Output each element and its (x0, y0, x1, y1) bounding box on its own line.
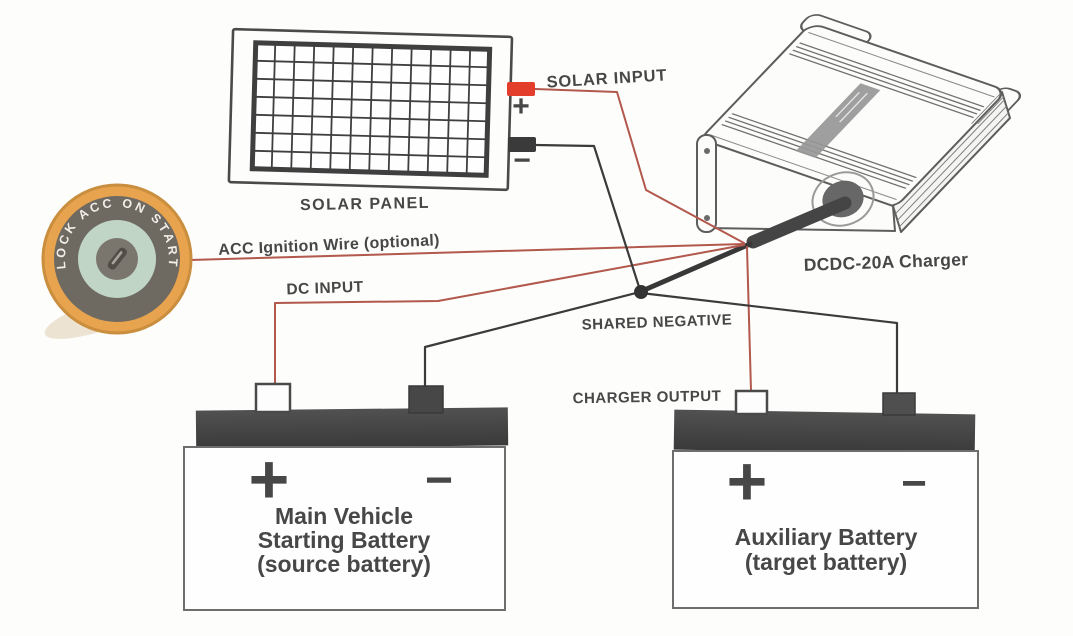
label-acc-ignition: ACC Ignition Wire (optional) (218, 232, 440, 259)
wire-dc-input (274, 244, 745, 387)
solar-connectors: + − (507, 82, 536, 177)
svg-text:Auxiliary Battery: Auxiliary Battery (735, 524, 918, 550)
main-battery-name: Main Vehicle Starting Battery (source ba… (257, 503, 431, 577)
solar-panel (227, 27, 514, 192)
shared-negative-junction (634, 285, 648, 299)
wire-acc-ignition (189, 243, 745, 261)
aux-battery-top-bar (673, 409, 976, 455)
battery-main: + − Main Vehicle Starting Battery (sourc… (183, 382, 509, 611)
ignition-switch: LOCK ACC ON START (41, 183, 193, 339)
main-negative-terminal (408, 385, 444, 414)
dcdc-charger (696, 14, 1022, 233)
svg-text:(target battery): (target battery) (745, 549, 907, 575)
charger-end-cap (696, 134, 717, 233)
svg-text:Starting Battery: Starting Battery (258, 527, 431, 553)
solar-minus-sign: − (513, 144, 531, 177)
svg-text:Main Vehicle: Main Vehicle (275, 503, 413, 529)
aux-minus-sign: − (901, 459, 927, 508)
wire-solar-input (534, 88, 745, 244)
charger-rib-band-back (788, 42, 985, 119)
wire-solar-negative (534, 143, 642, 292)
main-minus-sign: − (425, 454, 453, 507)
solar-panel-grid (254, 45, 488, 173)
aux-plus-sign: + (727, 442, 768, 520)
label-charger-output: CHARGER OUTPUT (573, 388, 722, 408)
aux-battery-name: Auxiliary Battery (target battery) (735, 524, 918, 575)
label-dc-input: DC INPUT (286, 279, 364, 299)
label-solar-input: SOLAR INPUT (546, 66, 668, 91)
wire-aux-negative (639, 291, 899, 398)
battery-aux: + − Auxiliary Battery (target battery) (672, 389, 979, 609)
aux-positive-terminal (734, 389, 769, 416)
wire-charger-output (746, 246, 752, 392)
solar-negative-connector (508, 137, 536, 152)
wire-main-negative (423, 290, 642, 391)
solar-plus-sign: + (512, 90, 530, 123)
diagram-labels: SOLAR INPUT SOLAR PANEL ACC Ignition Wir… (218, 66, 969, 407)
aux-negative-terminal (882, 392, 916, 416)
svg-text:(source battery): (source battery) (257, 551, 431, 577)
cable-to-junction (639, 241, 753, 294)
label-solar-panel: SOLAR PANEL (300, 195, 430, 214)
solar-positive-connector (507, 82, 535, 96)
wires (189, 88, 899, 398)
charger-cable (746, 196, 852, 249)
main-positive-terminal (254, 382, 292, 414)
aux-battery-body (672, 450, 979, 609)
main-plus-sign: + (249, 440, 290, 518)
label-shared-negative: SHARED NEGATIVE (581, 311, 732, 333)
label-charger-name: DCDC-20A Charger (803, 249, 968, 275)
main-battery-top-bar (195, 407, 509, 449)
main-battery-body (183, 446, 506, 611)
